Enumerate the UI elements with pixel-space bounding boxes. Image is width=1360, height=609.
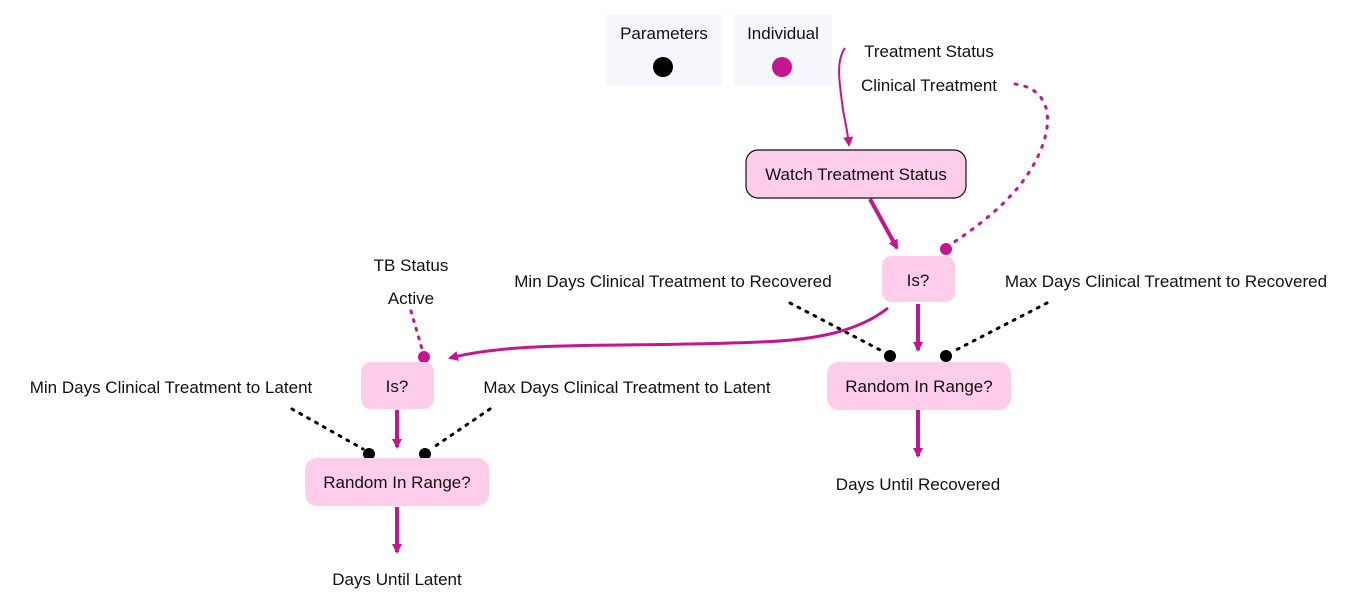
edge-max-recovered-dot	[940, 350, 952, 362]
node-watch-treatment-status-label: Watch Treatment Status	[765, 165, 947, 184]
edge-active-dot	[418, 351, 430, 363]
node-watch-treatment-status: Watch Treatment Status	[745, 149, 967, 199]
edge-clinical-treatment-dot	[940, 243, 952, 255]
param-max-latent: Max Days Clinical Treatment to Latent	[483, 378, 771, 397]
legend: Parameters Individual	[606, 15, 832, 85]
node-is-left-label: Is?	[386, 377, 409, 396]
node-random-left: Random In Range?	[305, 458, 489, 506]
input-active: Active	[388, 289, 434, 308]
node-is-left: Is?	[361, 362, 434, 409]
legend-parameters-dot	[653, 57, 673, 77]
edge-min-latent-to-random-left	[290, 407, 365, 451]
edge-max-recovered-to-random-right	[950, 301, 1049, 354]
node-random-right-label: Random In Range?	[845, 377, 992, 396]
node-random-left-label: Random In Range?	[323, 473, 470, 492]
node-is-right: Is?	[882, 256, 955, 302]
param-max-recovered: Max Days Clinical Treatment to Recovered	[1005, 272, 1327, 291]
edge-max-latent-to-random-left	[429, 407, 492, 451]
node-random-right: Random In Range?	[827, 362, 1011, 410]
input-clinical-treatment: Clinical Treatment	[861, 76, 997, 95]
legend-individual-dot	[772, 57, 792, 77]
legend-parameters-label: Parameters	[620, 24, 708, 43]
edge-clinical-treatment-to-is-right	[946, 82, 1049, 248]
edge-is-right-to-is-left	[448, 306, 889, 361]
input-treatment-status: Treatment Status	[864, 42, 994, 61]
output-days-until-latent: Days Until Latent	[332, 570, 462, 589]
legend-individual-label: Individual	[747, 24, 819, 43]
node-is-right-label: Is?	[907, 271, 930, 290]
edge-min-recovered-dot	[884, 350, 896, 362]
edge-watch-to-is-right	[868, 198, 899, 250]
edge-max-latent-dot	[419, 448, 431, 460]
edge-min-latent-dot	[363, 448, 375, 460]
edge-active-to-is-left	[409, 309, 424, 351]
param-min-recovered: Min Days Clinical Treatment to Recovered	[514, 272, 831, 291]
output-days-until-recovered: Days Until Recovered	[836, 475, 1000, 494]
input-tb-status: TB Status	[374, 256, 449, 275]
edge-treatment-status-to-watch	[838, 47, 854, 147]
edge-min-recovered-to-random-right	[788, 301, 886, 354]
param-min-latent: Min Days Clinical Treatment to Latent	[30, 378, 313, 397]
